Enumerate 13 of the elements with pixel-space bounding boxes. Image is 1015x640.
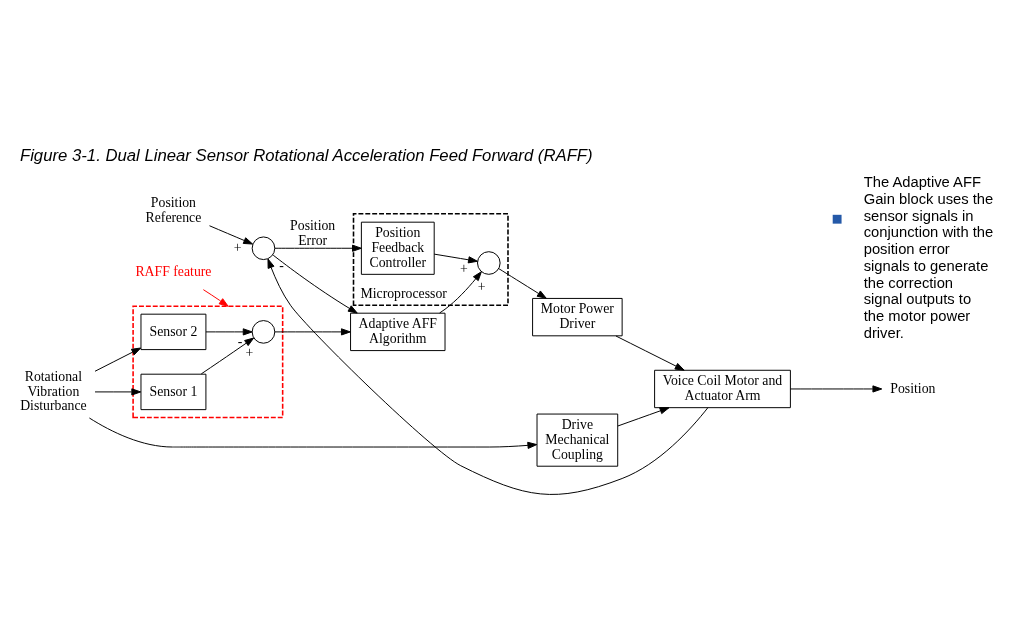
node-text: RAFF feature [135, 263, 212, 279]
edge-label: - [279, 258, 284, 274]
edge-label: + [477, 279, 486, 295]
node-text: Position [890, 380, 936, 396]
node-text: Position Reference [145, 195, 202, 225]
edge-label: - [237, 333, 243, 349]
node-text: Rotational Vibration Disturbance [20, 368, 87, 414]
edge-label: + [245, 344, 254, 360]
edge-label: + [233, 240, 242, 256]
label: The Adaptive AFF Gain block uses the sensor signals in conjunction with the position error signals to generate the correction signal outputs to the motor power driver. [863, 174, 994, 341]
diagram-title: Figure 3-1. Dual Linear Sensor Rotational Acceleration Feed Forward (RAFF) [19, 146, 593, 166]
edge-label: Position Error [290, 217, 336, 248]
edge-label: + [459, 260, 468, 276]
